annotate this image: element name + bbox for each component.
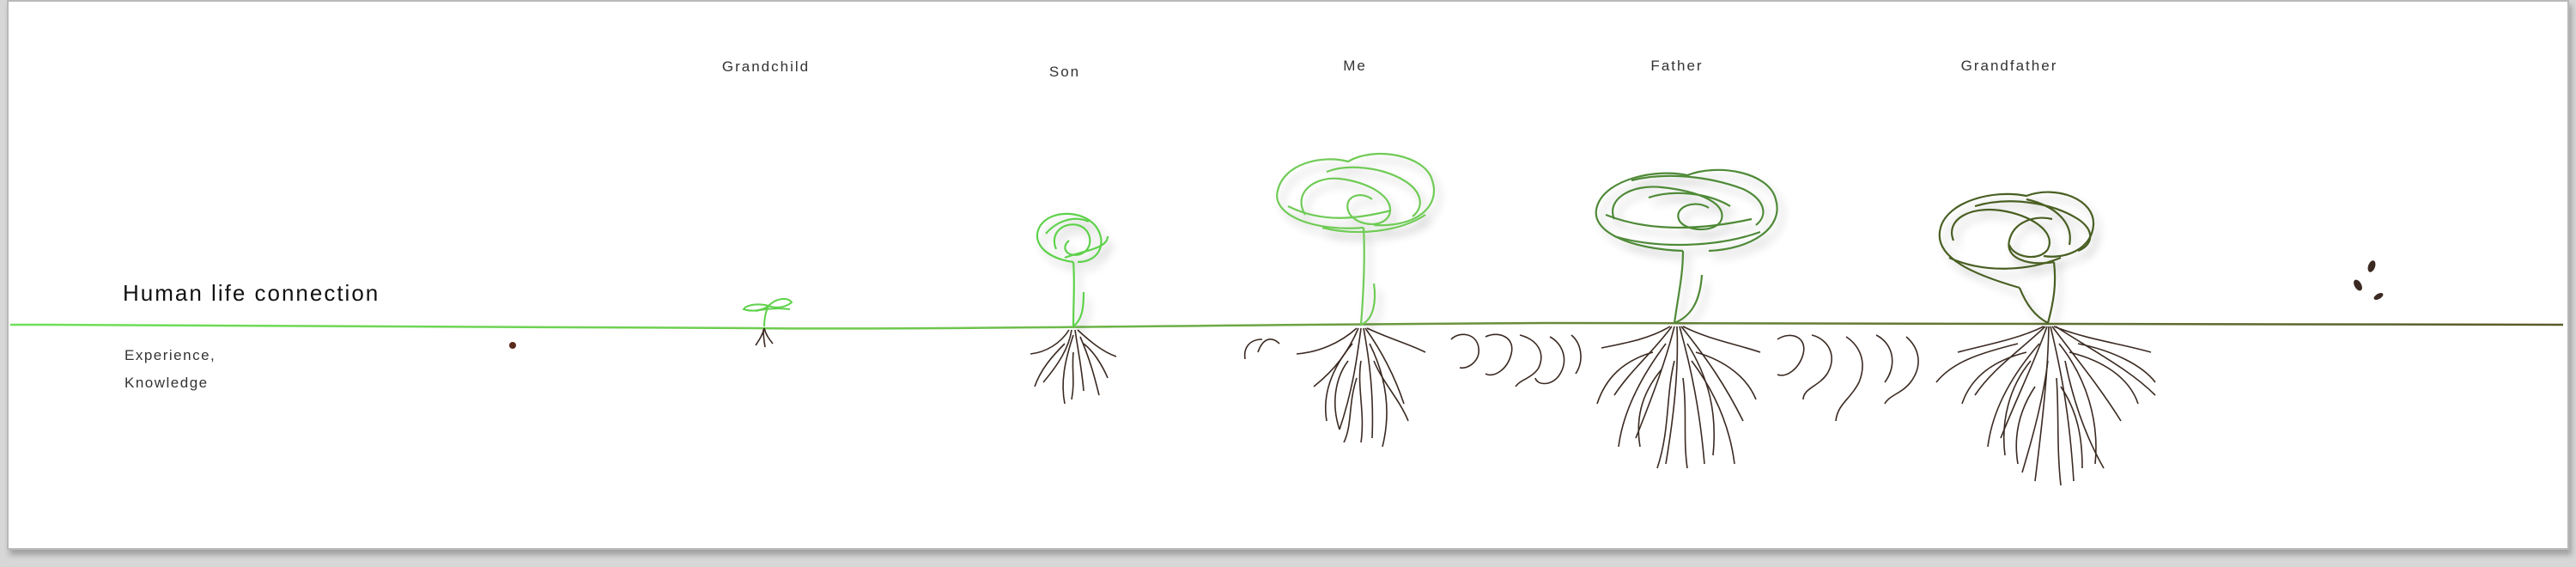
subtitle-knowledge: Knowledge xyxy=(125,375,209,391)
label-me: Me xyxy=(1343,58,1367,74)
label-father: Father xyxy=(1650,58,1704,74)
illustration-frame xyxy=(7,0,2569,550)
label-grandchild: Grandchild xyxy=(721,58,811,75)
seeds xyxy=(2354,260,2384,300)
father-roots xyxy=(1596,326,1761,469)
subtitle-experience: Experience, xyxy=(125,347,216,363)
title: Human life connection xyxy=(123,280,380,306)
father-tree xyxy=(1595,168,1778,325)
seed-dot xyxy=(509,342,516,349)
me-father-runners xyxy=(1450,333,1582,387)
grandfather-tree xyxy=(1938,191,2095,324)
grandchild-sprout xyxy=(742,297,793,327)
label-grandfather: Grandfather xyxy=(1960,58,2058,74)
grandfather-roots xyxy=(1935,326,2156,486)
son-roots xyxy=(1030,329,1117,405)
son-tree xyxy=(1036,212,1109,327)
me-tree xyxy=(1276,152,1435,326)
me-roots xyxy=(1243,327,1426,448)
father-grandfather-runners xyxy=(1777,334,1919,422)
label-son: Son xyxy=(1048,64,1081,80)
grandchild-roots xyxy=(755,327,774,348)
ground-line xyxy=(9,320,2564,330)
